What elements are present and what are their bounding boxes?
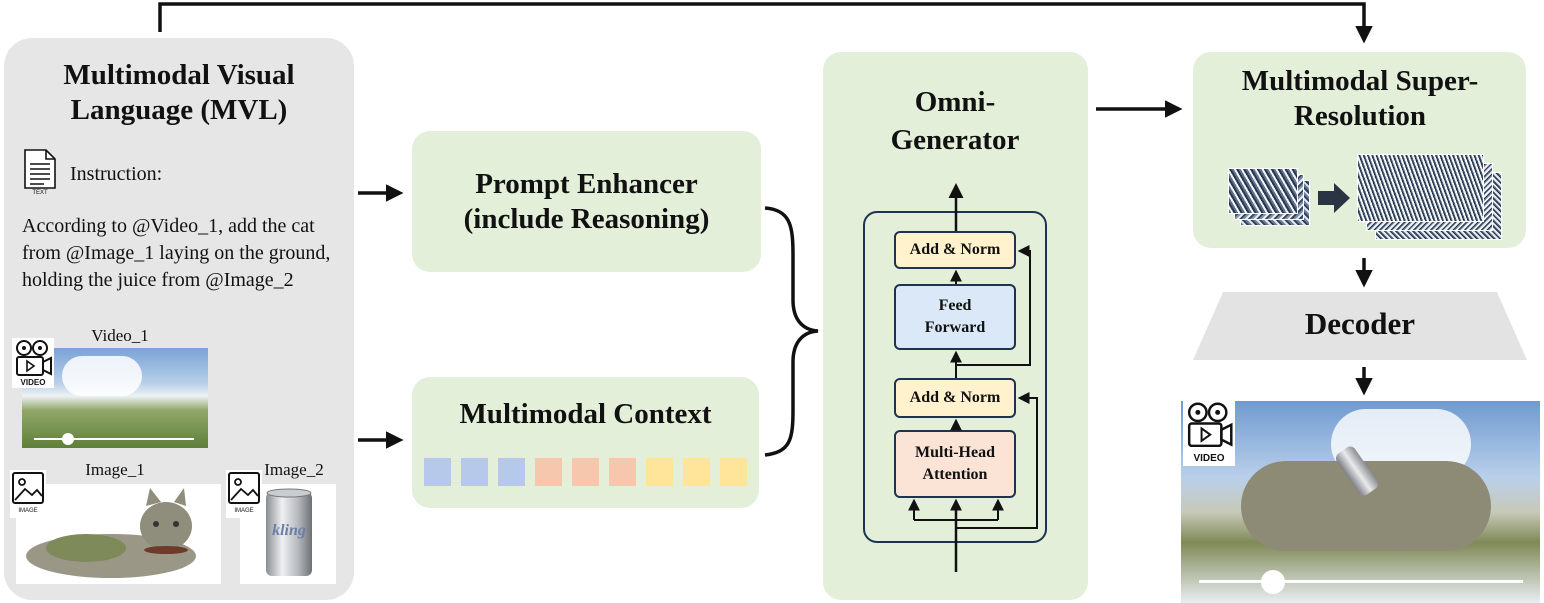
output-scrubber-knob[interactable] [1261, 570, 1285, 594]
feed-forward-box: Feed Forward [894, 284, 1016, 350]
text-icon-label: TEXT [32, 190, 48, 196]
output-video [1181, 401, 1540, 603]
image1-icon-label: IMAGE [18, 508, 38, 514]
image1-caption: Image_1 [85, 460, 145, 479]
sr-arrow-icon [1316, 180, 1352, 216]
image1-icon: IMAGE [10, 470, 46, 518]
text-icon: TEXT [22, 148, 58, 198]
context-token [646, 458, 673, 486]
high-res-frames [1357, 154, 1502, 240]
prompt-enhancer-title: Prompt Enhancer (include Reasoning) [463, 167, 710, 235]
image2-icon-label: IMAGE [234, 508, 254, 514]
output-video-icon: VIDEO [1183, 400, 1235, 466]
video-scrubber-knob[interactable] [62, 433, 74, 445]
context-token [609, 458, 636, 486]
prompt-enhancer-panel: Prompt Enhancer (include Reasoning) [412, 131, 761, 272]
attention-box: Multi-Head Attention [894, 430, 1016, 498]
context-token [535, 458, 562, 486]
context-token [461, 458, 488, 486]
context-token [720, 458, 747, 486]
omni-generator-title: Omni-Generator [890, 86, 1020, 156]
low-res-frames [1228, 168, 1310, 228]
context-token [498, 458, 525, 486]
super-resolution-title: Multimodal Super-Resolution [1241, 65, 1479, 132]
video-icon-label: VIDEO [20, 378, 46, 387]
image2-caption: Image_2 [264, 460, 324, 479]
image1-thumbnail [16, 484, 221, 584]
multimodal-context-title: Multimodal Context [459, 398, 712, 430]
instruction-label: Instruction: [70, 163, 163, 185]
residual-feed-forward [956, 245, 1031, 366]
video-caption: Video_1 [91, 326, 149, 345]
mvl-title: Multimodal Visual Language (MVL) [63, 59, 295, 126]
merge-brace [764, 206, 819, 457]
can-brand: kling [272, 522, 306, 539]
add-norm-bottom-box: Add & Norm [894, 378, 1016, 418]
image2-icon: IMAGE [226, 470, 262, 518]
add-norm-top-box: Add & Norm [894, 231, 1016, 269]
bypass-arrow [158, 2, 1373, 44]
video-icon: VIDEO [12, 338, 54, 388]
multimodal-context-panel: Multimodal Context [412, 377, 759, 508]
instruction-text: According to @Video_1, add the cat from … [22, 215, 331, 291]
decoder-shape [1193, 292, 1527, 360]
context-token [424, 458, 451, 486]
context-token-row [424, 458, 754, 486]
context-token [572, 458, 599, 486]
decoder-title: Decoder [1304, 306, 1416, 341]
residual-attention [956, 392, 1038, 529]
output-video-icon-label: VIDEO [1193, 453, 1225, 464]
context-token [683, 458, 710, 486]
